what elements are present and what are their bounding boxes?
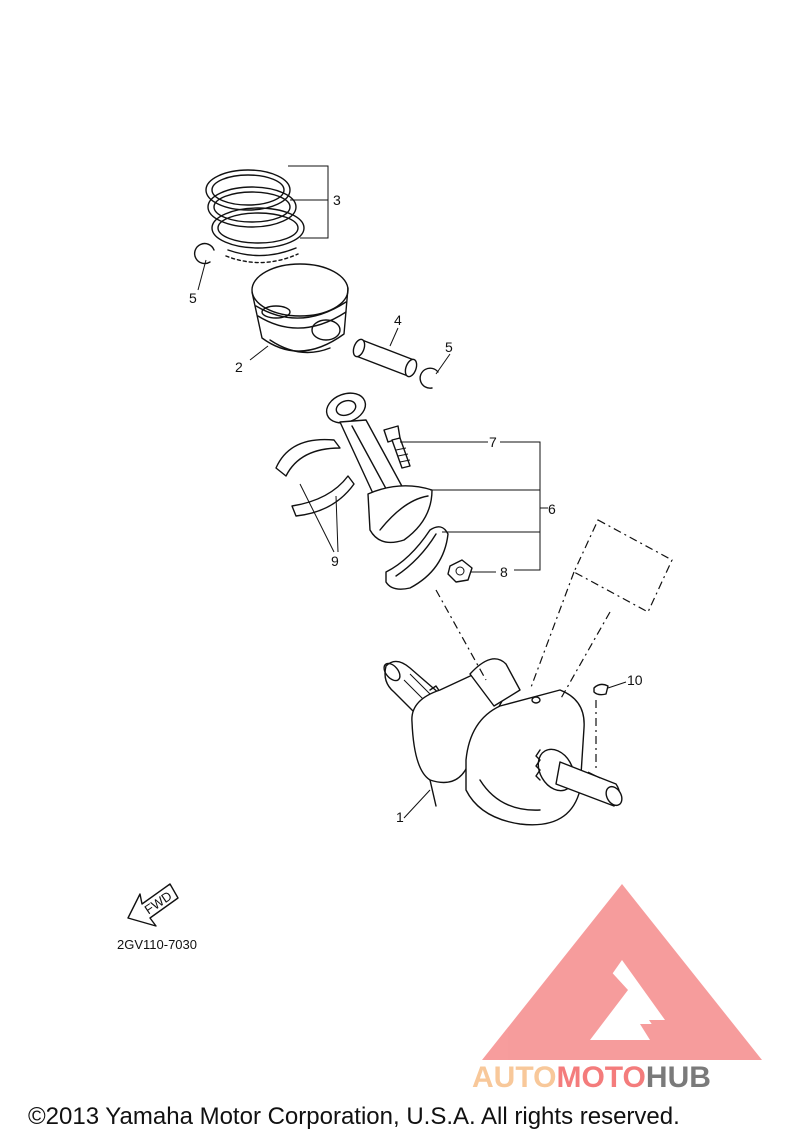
piston — [251, 263, 349, 354]
watermark-text: AUTOMOTOHUB — [472, 1061, 711, 1094]
rod-bolt — [383, 425, 411, 469]
label-5-lower: 5 — [445, 339, 453, 355]
label-1: 1 — [396, 809, 404, 825]
label-3: 3 — [333, 192, 341, 208]
label-4: 4 — [394, 312, 402, 328]
piston-pin — [352, 338, 418, 378]
diagram-code: 2GV110-7030 — [117, 937, 197, 952]
label-10: 10 — [627, 672, 643, 688]
watermark-logo — [482, 884, 762, 1060]
svg-text:AUTOMOTOHUB: AUTOMOTOHUB — [472, 1061, 711, 1094]
label-8: 8 — [500, 564, 508, 580]
part-labels: 3 5 2 4 5 7 6 8 9 10 1 — [189, 192, 643, 825]
connecting-rod — [325, 392, 433, 544]
circlip-upper — [193, 242, 215, 265]
watermark-hub: HUB — [646, 1061, 711, 1094]
fwd-arrow-icon: FWD — [127, 883, 179, 927]
copyright-text: ©2013 Yamaha Motor Corporation, U.S.A. A… — [28, 1103, 680, 1130]
rod-nut — [447, 559, 473, 583]
watermark-moto: MOTO — [556, 1061, 645, 1094]
leader-lines — [197, 165, 627, 819]
label-6: 6 — [548, 501, 556, 517]
piston-rings — [205, 169, 305, 264]
woodruff-key — [593, 683, 609, 696]
rod-cap — [385, 526, 449, 590]
rod-ghost-outline — [529, 519, 673, 701]
watermark-auto: AUTO — [472, 1061, 556, 1094]
crankshaft — [383, 658, 623, 826]
circlip-lower — [419, 367, 439, 389]
label-7: 7 — [489, 434, 497, 450]
label-2: 2 — [235, 359, 243, 375]
bearings — [275, 438, 355, 517]
label-5-upper: 5 — [189, 290, 197, 306]
label-9: 9 — [331, 553, 339, 569]
